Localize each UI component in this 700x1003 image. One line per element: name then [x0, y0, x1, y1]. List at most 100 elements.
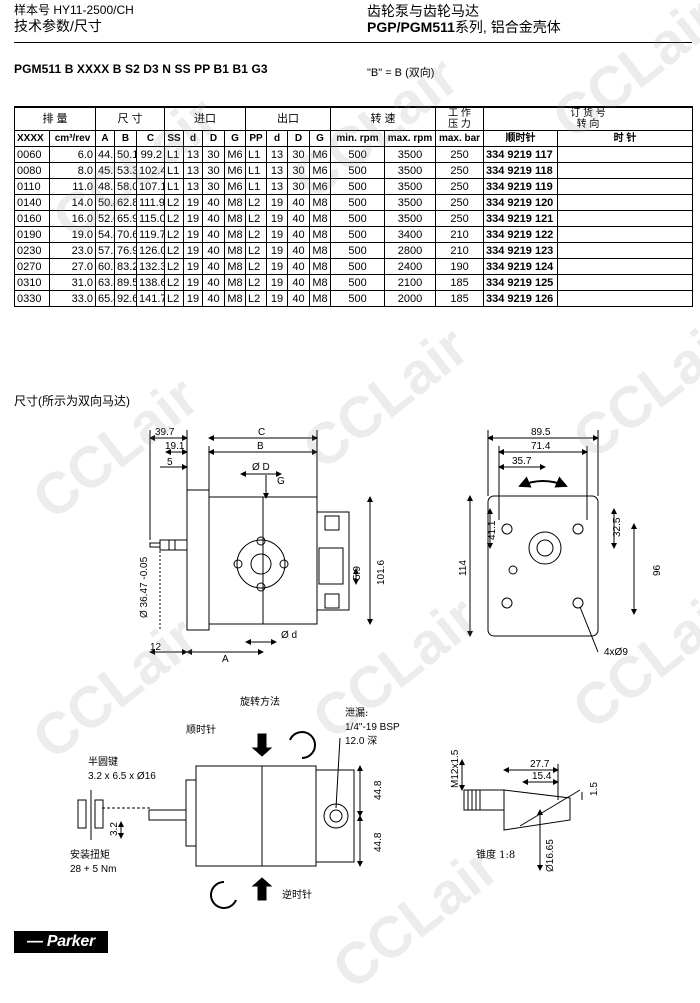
table-cell: 334 9219 118 [483, 162, 559, 179]
drawing-shaft-labels: M12x1.5 27.7 15.4 1.5 锥度 1:8 Ø16.65 [450, 749, 600, 872]
dim-b: B [257, 441, 264, 452]
dim-shaft-dia: Ø 36.47 -0.05 [139, 556, 150, 618]
table-cell: 30 [287, 146, 311, 163]
table-cell-empty [557, 290, 694, 307]
doc-title: 齿轮泵与齿轮马达 [367, 3, 479, 19]
rotation-title: 旋转方法 [240, 695, 280, 708]
key-dims: 3.2 x 6.5 x Ø16 [88, 771, 156, 782]
dim-27-7: 27.7 [530, 759, 550, 770]
table-cell: 126.0 [135, 242, 166, 259]
table-cell: 16.0 [49, 210, 96, 227]
table-cell: 65.9 [114, 210, 137, 227]
drain-depth: 12.0 深 [345, 735, 377, 747]
drawing-front-view [467, 430, 637, 653]
dim-g: G [277, 476, 285, 487]
table-row: 027027.060.783.2132.3L21940M8L21940M8500… [14, 258, 694, 275]
series-desc: 系列, 铝合金壳体 [454, 19, 561, 35]
table-cell: 19.0 [49, 226, 96, 243]
dim-89-5: 89.5 [531, 427, 551, 438]
dim-15-4: 15.4 [532, 771, 552, 782]
table-cell: 19 [266, 242, 289, 259]
table-cell: L1 [245, 178, 268, 195]
table-cell: 83.2 [114, 258, 137, 275]
table-cell: 65.4 [95, 290, 115, 307]
drawing-rotation-labels: 旋转方法 顺时针 逆时针 半圆键 3.2 x 6.5 x Ø16 安装扭矩 28… [70, 695, 400, 901]
sample-number: 样本号 HY11-2500/CH [14, 3, 134, 17]
table-cell: 119.7 [135, 226, 166, 243]
table-cell: 76.9 [114, 242, 137, 259]
drain-label: 泄漏: [345, 706, 368, 719]
table-cell: 19 [266, 226, 289, 243]
table-cell: 500 [330, 290, 386, 307]
table-row: 033033.065.492.6141.7L21940M8L21940M8500… [14, 290, 694, 307]
table-cell: 48.1 [95, 178, 115, 195]
torque-value: 28 + 5 Nm [70, 864, 116, 875]
table-cell: 27.0 [49, 258, 96, 275]
table-cell: 500 [330, 178, 386, 195]
table-cell: 33.0 [49, 290, 96, 307]
torque-label: 安装扭矩 [70, 848, 110, 861]
col-group-speed: 转 速 [330, 106, 437, 131]
dim-39-7: 39.7 [155, 427, 175, 438]
table-cell: 89.5 [114, 274, 137, 291]
dim-m12: M12x1.5 [450, 749, 461, 788]
key-label: 半圆键 [88, 755, 118, 768]
table-body: 00606.044.150.199.2L11330M6L11330M650035… [14, 146, 694, 307]
table-cell: 334 9219 117 [483, 146, 559, 163]
table-cell: 19 [183, 242, 204, 259]
table-cell: 40 [287, 258, 311, 275]
table-cell: 111.9 [135, 194, 166, 211]
table-cell: 2400 [384, 258, 437, 275]
dim-3-2: 3.2 [109, 822, 120, 836]
taper-label: 锥度 1:8 [476, 848, 515, 861]
table-cell: M8 [309, 242, 332, 259]
dim-41-1: 41.1 [487, 520, 498, 540]
dim-44-8-bottom: 44.8 [373, 832, 384, 852]
rotation-cw: 顺时针 [186, 723, 216, 736]
rotation-ccw: 逆时针 [282, 888, 312, 901]
drawing-side-labels: 39.7 19.1 5 C B Ø D G 5.9 101.6 Ø 36.47 … [139, 427, 387, 665]
brand-name: Parker [46, 933, 95, 950]
parker-logo: — Parker [14, 931, 108, 953]
dim-71-4: 71.4 [531, 441, 551, 452]
table-cell: 2000 [384, 290, 437, 307]
dim-5-9: 5.9 [352, 566, 363, 580]
dim-1-5: 1.5 [589, 782, 600, 796]
dim-a: A [222, 654, 229, 665]
table-cell: 54.4 [95, 226, 115, 243]
table-row: 011011.048.158.0107.1L11330M6L11330M6500… [14, 178, 694, 195]
table-cell: 334 9219 121 [483, 210, 559, 227]
spec-table: 排 量 尺 寸 进口 出口 转 速 工 作 压 力 订 货 号 转 向 XXXX… [14, 106, 694, 307]
model-note: "B" = B (双向) [367, 67, 435, 79]
model-code: PGM511 B XXXX B S2 D3 N SS PP B1 B1 G3 [14, 62, 268, 76]
doc-subtitle: PGP/PGM511系列, 铝合金壳体 [367, 19, 561, 35]
dimensions-title: 尺寸(所示为双向马达) [14, 394, 130, 408]
drawing-front-labels: 89.5 71.4 35.7 41.1 32.5 114 96 4xØ9 [458, 427, 663, 658]
col-group-dimensions: 尺 寸 [94, 106, 166, 131]
table-cell: 138.6 [135, 274, 166, 291]
dim-101-6: 101.6 [376, 560, 387, 585]
table-cell: 250 [435, 162, 485, 179]
table-cell: L1 [164, 178, 185, 195]
table-group-header: 排 量 尺 寸 进口 出口 转 速 工 作 压 力 订 货 号 转 向 [14, 106, 694, 131]
table-cell: M8 [224, 274, 247, 291]
series-name: PGP/PGM511 [367, 19, 455, 35]
table-cell: M6 [309, 162, 332, 179]
table-cell: 40 [287, 290, 311, 307]
table-row: 031031.063.889.5138.6L21940M8L21940M8500… [14, 274, 694, 291]
col-group-pressure: 工 作 压 力 [435, 106, 485, 131]
table-cell: 40 [287, 226, 311, 243]
col-group-order: 订 货 号 转 向 [483, 106, 694, 131]
technical-drawings: 39.7 19.1 5 C B Ø D G 5.9 101.6 Ø 36.47 … [70, 427, 663, 909]
drain-thread: 1/4"-19 BSP [345, 722, 400, 733]
dim-32-5: 32.5 [612, 517, 623, 537]
drawing-shaft-detail [459, 759, 583, 871]
table-cell: M8 [309, 290, 332, 307]
drawing-rotation-view [77, 731, 363, 909]
table-cell: 2800 [384, 242, 437, 259]
table-cell: 334 9219 126 [483, 290, 559, 307]
table-cell: 40 [202, 290, 226, 307]
table-cell: 334 9219 124 [483, 258, 559, 275]
dim-16-65: Ø16.65 [545, 839, 556, 872]
table-cell: 210 [435, 242, 485, 259]
